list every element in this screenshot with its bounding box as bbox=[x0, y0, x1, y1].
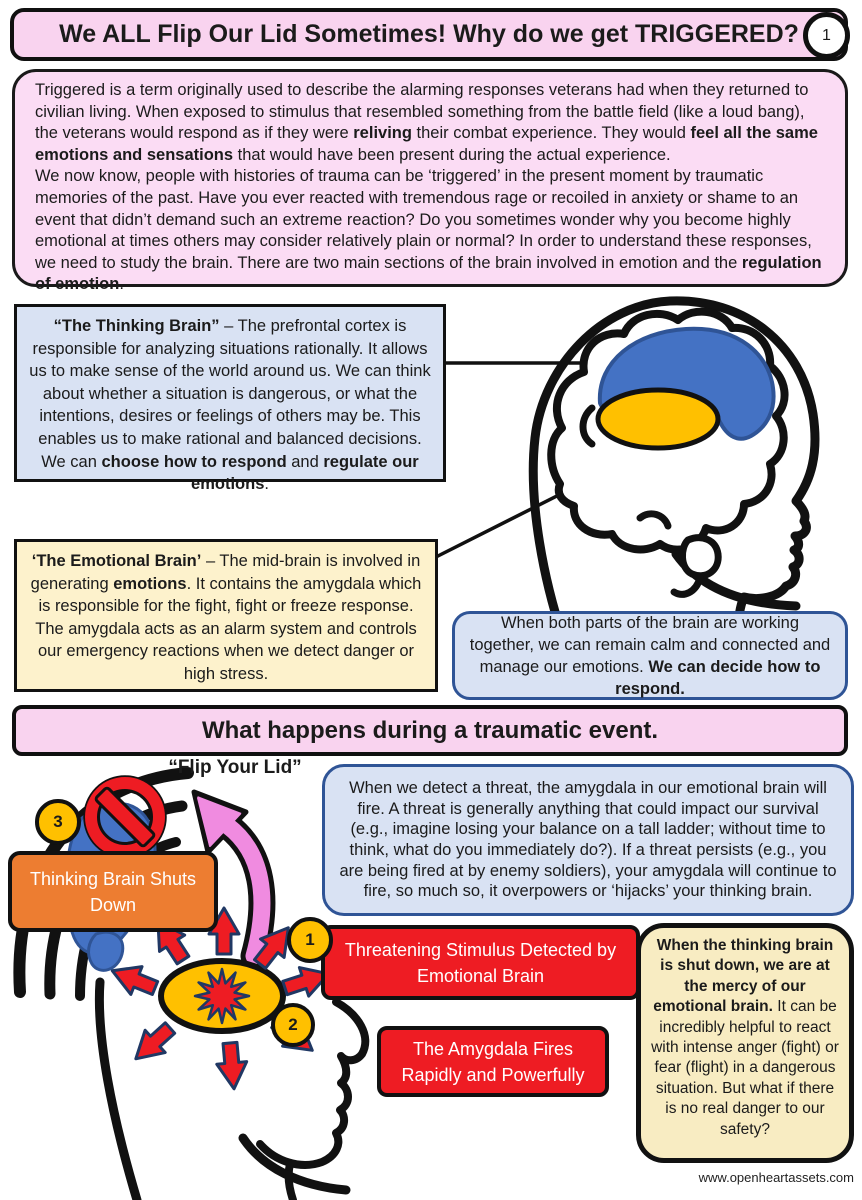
brain-stem-line bbox=[670, 574, 704, 598]
neck-front-line bbox=[284, 1160, 297, 1200]
neck-back-line bbox=[94, 977, 142, 1200]
calm-response-text: When both parts of the brain are working… bbox=[469, 613, 831, 698]
step-3-badge: 3 bbox=[35, 799, 81, 845]
brain-diagram-calm bbox=[428, 296, 820, 652]
threatening-stimulus-box: Threatening Stimulus Detected by Emotion… bbox=[321, 925, 640, 1000]
section-title: What happens during a traumatic event. bbox=[12, 705, 848, 756]
page-number-badge: 1 bbox=[803, 12, 850, 59]
threat-description-box: When we detect a threat, the amygdala in… bbox=[322, 764, 854, 916]
brain-fold-line bbox=[636, 510, 672, 530]
cerebellum-shape bbox=[679, 534, 722, 580]
firing-starburst-icon bbox=[193, 967, 251, 1025]
step-1-badge: 1 bbox=[287, 917, 333, 963]
website-footer: www.openheartassets.com bbox=[698, 1170, 854, 1185]
emotional-brain-box: ‘The Emotional Brain’ – The mid-brain is… bbox=[14, 539, 438, 692]
amygdala-shape bbox=[595, 387, 721, 451]
face-profile-line bbox=[256, 998, 370, 1169]
mercy-of-emotional-brain-box: When the thinking brain is shut down, we… bbox=[636, 923, 854, 1163]
calm-response-box: When both parts of the brain are working… bbox=[452, 611, 848, 700]
threat-description-text: When we detect a threat, the amygdala in… bbox=[339, 779, 837, 901]
flip-your-lid-label: “Flip Your Lid” bbox=[168, 757, 302, 778]
brain-fold-line bbox=[579, 404, 596, 448]
thinking-brain-shuts-down-box: Thinking Brain Shuts Down bbox=[8, 851, 218, 932]
intro-text-box: Triggered is a term originally used to d… bbox=[12, 69, 848, 293]
page-title: We ALL Flip Our Lid Sometimes! Why do we… bbox=[10, 8, 848, 61]
shoulder-line bbox=[238, 1133, 351, 1195]
shutdown-thinking-brain-shape bbox=[87, 930, 125, 972]
intro-paragraph: We now know, people with histories of tr… bbox=[35, 167, 822, 294]
thinking-brain-box: “The Thinking Brain” – The prefrontal co… bbox=[14, 304, 446, 493]
amygdala-fires-box: The Amygdala Fires Rapidly and Powerfull… bbox=[377, 1026, 609, 1097]
head-outline bbox=[528, 296, 820, 652]
intro-paragraph: Triggered is a term originally used to d… bbox=[35, 81, 818, 164]
flip-arrow-icon bbox=[191, 789, 276, 970]
prohibition-icon bbox=[83, 775, 167, 859]
step-2-badge: 2 bbox=[271, 1003, 315, 1047]
